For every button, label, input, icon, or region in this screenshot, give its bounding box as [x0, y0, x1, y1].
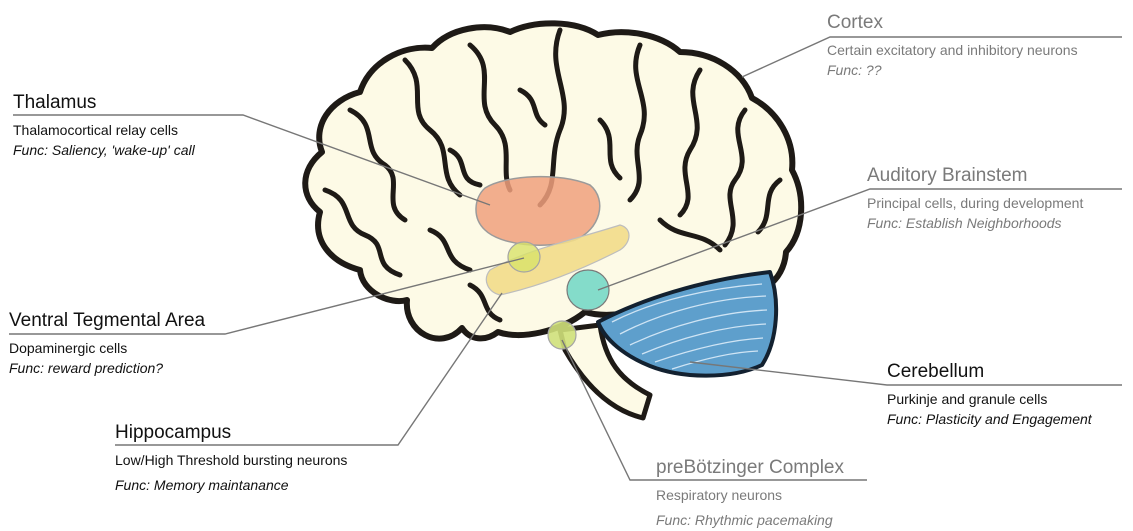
region-title: Ventral Tegmental Area: [9, 310, 205, 332]
region-function: Func: Plasticity and Engagement: [887, 411, 1092, 427]
region-title: Auditory Brainstem: [867, 165, 1083, 187]
region-function: Func: ??: [827, 62, 1078, 78]
region-function: Func: Saliency, 'wake-up' call: [13, 142, 195, 158]
vta-label: Ventral Tegmental Area Dopaminergic cell…: [9, 310, 205, 376]
region-title: Hippocampus: [115, 422, 347, 444]
hippocampus-label: Hippocampus Low/High Threshold bursting …: [115, 422, 347, 493]
region-function: Func: Rhythmic pacemaking: [656, 512, 844, 528]
prebotzinger-region: [548, 321, 576, 349]
auditory-brainstem-region: [567, 270, 609, 310]
region-description: Dopaminergic cells: [9, 340, 205, 356]
region-title: Thalamus: [13, 92, 195, 114]
region-description: Certain excitatory and inhibitory neuron…: [827, 42, 1078, 58]
region-title: Cerebellum: [887, 361, 1092, 383]
region-title: preBötzinger Complex: [656, 457, 844, 479]
region-description: Principal cells, during development: [867, 195, 1083, 211]
region-function: Func: reward prediction?: [9, 360, 205, 376]
cortex-label: Cortex Certain excitatory and inhibitory…: [827, 12, 1078, 78]
thalamus-region: [476, 177, 600, 246]
region-description: Low/High Threshold bursting neurons: [115, 452, 347, 468]
region-function: Func: Memory maintanance: [115, 477, 347, 493]
region-description: Thalamocortical relay cells: [13, 122, 195, 138]
prebotzinger-label: preBötzinger Complex Respiratory neurons…: [656, 457, 844, 528]
region-description: Respiratory neurons: [656, 487, 844, 503]
region-description: Purkinje and granule cells: [887, 391, 1092, 407]
auditory-brainstem-label: Auditory Brainstem Principal cells, duri…: [867, 165, 1083, 231]
thalamus-label: Thalamus Thalamocortical relay cells Fun…: [13, 92, 195, 158]
cerebellum-label: Cerebellum Purkinje and granule cells Fu…: [887, 361, 1092, 427]
vta-region: [508, 242, 540, 272]
region-function: Func: Establish Neighborhoods: [867, 215, 1083, 231]
region-title: Cortex: [827, 12, 1078, 34]
